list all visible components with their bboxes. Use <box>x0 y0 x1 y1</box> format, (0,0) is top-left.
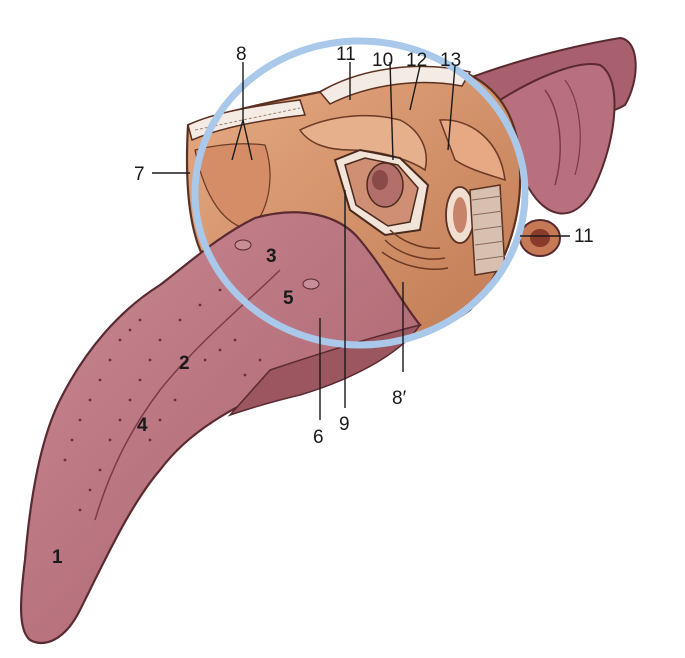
highlight-circle <box>191 37 529 349</box>
label-1: 1 <box>52 547 63 568</box>
label-3: 3 <box>266 246 277 267</box>
label-10: 10 <box>372 50 393 71</box>
label-6: 6 <box>313 427 324 448</box>
leader-lines <box>152 61 570 420</box>
label-11-right: 11 <box>574 226 594 247</box>
label-7: 7 <box>134 164 145 185</box>
label-4: 4 <box>137 415 148 436</box>
label-13: 13 <box>440 50 461 71</box>
label-8: 8 <box>236 44 247 65</box>
label-11-top: 11 <box>336 44 356 65</box>
label-9: 9 <box>339 414 350 435</box>
label-5: 5 <box>283 288 294 309</box>
label-2: 2 <box>179 353 190 374</box>
label-12: 12 <box>406 50 427 71</box>
label-8-prime: 8′ <box>392 388 407 409</box>
